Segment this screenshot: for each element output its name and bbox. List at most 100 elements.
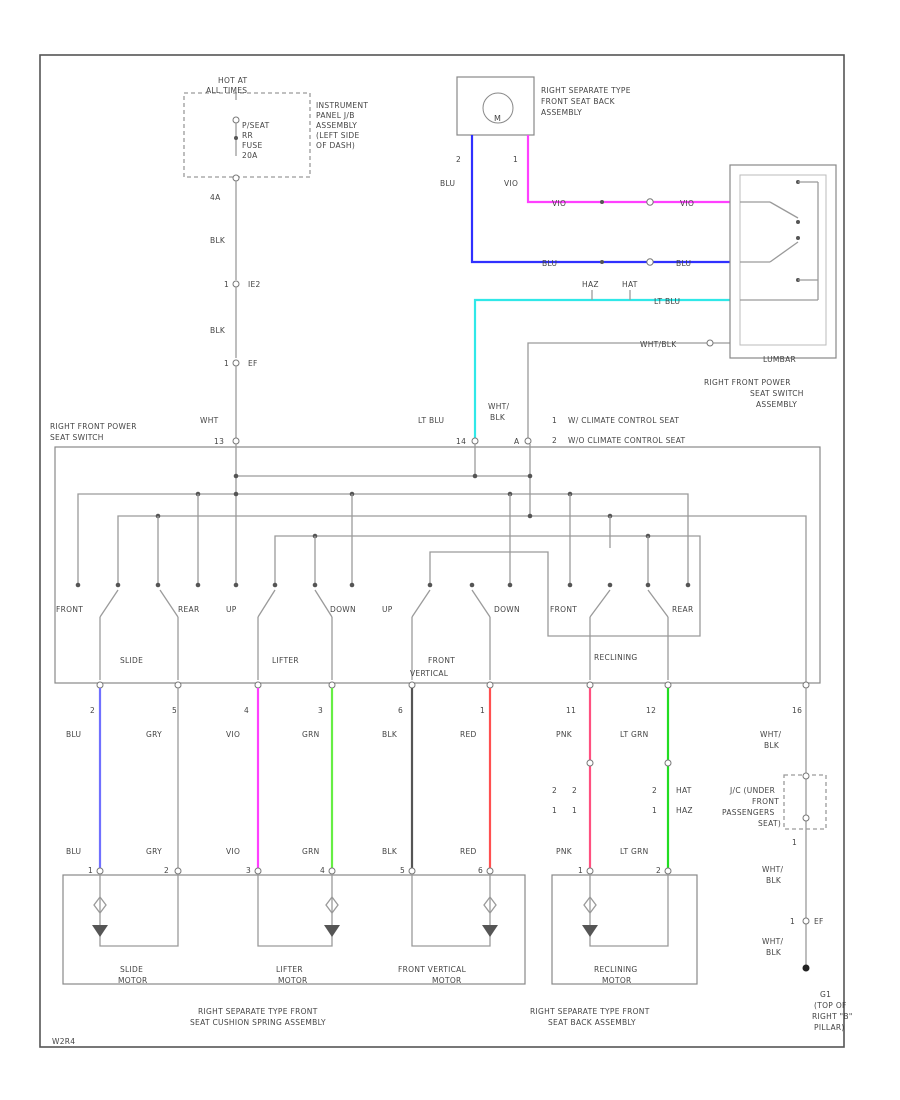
diagram-label: SEAT SWITCH bbox=[50, 433, 104, 442]
diagram-label: BLK bbox=[764, 741, 780, 750]
diagram-label: 2 bbox=[552, 436, 557, 445]
diagram-label: 2 bbox=[164, 866, 169, 875]
diagram-label: 11 bbox=[566, 706, 576, 715]
diagram-label: LIFTER bbox=[276, 965, 303, 974]
diagram-label: INSTRUMENT bbox=[316, 101, 368, 110]
diagram-label: FRONT bbox=[550, 605, 577, 614]
diagram-label: 4 bbox=[244, 706, 249, 715]
diagram-label: RIGHT SEPARATE TYPE FRONT bbox=[530, 1007, 650, 1016]
diagram-label: UP bbox=[226, 605, 237, 614]
motor-connectors: 1 2 3 4 5 6 1 2 bbox=[88, 866, 672, 875]
diagram-label: BLK bbox=[210, 236, 226, 245]
diagram-label: M bbox=[494, 114, 501, 123]
diagram-label: J/C (UNDER bbox=[729, 786, 775, 795]
diagram-label: ASSEMBLY bbox=[316, 121, 357, 130]
power-feed-wire: 4A BLK IE2 1 BLK EF 1 WHT bbox=[200, 174, 260, 438]
diagram-label: 1 bbox=[572, 806, 577, 815]
diagram-label: W/ CLIMATE CONTROL SEAT bbox=[568, 416, 679, 425]
diagram-label: HAZ bbox=[582, 280, 599, 289]
diagram-label: UP bbox=[382, 605, 393, 614]
ground-path: J/C (UNDER FRONT PASSENGERS SEAT) 1 WHT/… bbox=[722, 688, 853, 1032]
diagram-label: BLU bbox=[440, 179, 455, 188]
diagram-label: PNK bbox=[556, 847, 573, 856]
diagram-label: OF DASH) bbox=[316, 141, 355, 150]
diagram-label: 1 bbox=[224, 359, 229, 368]
diagram-label: LUMBAR bbox=[763, 355, 796, 364]
diagram-label: MOTOR bbox=[602, 976, 632, 985]
diagram-label: PNK bbox=[556, 730, 573, 739]
seat-cushion-assembly: SLIDE MOTOR LIFTER MOTOR FRONT VERTICAL … bbox=[62, 874, 526, 1027]
diagram-label: GRY bbox=[146, 847, 162, 856]
diagram-label: RIGHT FRONT POWER bbox=[50, 422, 137, 431]
diagram-label: 5 bbox=[172, 706, 177, 715]
diagram-label: 20A bbox=[242, 151, 258, 160]
diagram-label: LT GRN bbox=[620, 847, 649, 856]
diagram-label: RIGHT "B" bbox=[812, 1012, 853, 1021]
wire-whtblk bbox=[527, 342, 730, 438]
diagram-label: 2 bbox=[90, 706, 95, 715]
diagram-label: VERTICAL bbox=[410, 669, 449, 678]
diagram-label: 1 bbox=[88, 866, 93, 875]
diagram-label: RR bbox=[242, 131, 253, 140]
diagram-label: BLU bbox=[66, 847, 81, 856]
diagram-label: RECLINING bbox=[594, 653, 638, 662]
fuse-block: HOT AT ALL TIMES P/SEAT RR FUSE 20A INST… bbox=[183, 76, 368, 178]
diagram-label: 3 bbox=[246, 866, 251, 875]
diagram-label: P/SEAT bbox=[242, 121, 270, 130]
diagram-label: HAZ bbox=[676, 806, 693, 815]
diagram-label: FRONT bbox=[428, 656, 455, 665]
diagram-label: LT BLU bbox=[654, 297, 680, 306]
diagram-label: 1 bbox=[578, 866, 583, 875]
diagram-label: 2 bbox=[552, 786, 557, 795]
diagram-label: SEAT) bbox=[758, 819, 781, 828]
diagram-label: 16 bbox=[792, 706, 802, 715]
diagram-label: DOWN bbox=[330, 605, 356, 614]
lumbar-switch: LUMBAR RIGHT FRONT POWER SEAT SWITCH ASS… bbox=[704, 164, 837, 409]
diagram-label: BLK bbox=[382, 730, 398, 739]
seat-back-lumbar-motor: M RIGHT SEPARATE TYPE FRONT SEAT BACK AS… bbox=[440, 76, 631, 188]
diagram-frame bbox=[39, 54, 845, 1048]
diagram-label: RECLINING bbox=[594, 965, 638, 974]
diagram-label: 2 bbox=[652, 786, 657, 795]
diagram-label: 5 bbox=[400, 866, 405, 875]
diagram-label: BLK bbox=[766, 876, 782, 885]
diagram-label: 14 bbox=[456, 437, 466, 446]
diagram-label: 1 bbox=[652, 806, 657, 815]
diagram-label: G1 bbox=[820, 990, 831, 999]
diagram-label: SEAT CUSHION SPRING ASSEMBLY bbox=[190, 1018, 326, 1027]
diagram-label: EF bbox=[248, 359, 258, 368]
diagram-label: WHT/ bbox=[762, 865, 784, 874]
diagram-label: RED bbox=[460, 847, 477, 856]
footer-id: W2R4 bbox=[52, 1037, 75, 1046]
diagram-label: GRY bbox=[146, 730, 162, 739]
diagram-label: VIO bbox=[226, 847, 240, 856]
diagram-label: 2 bbox=[656, 866, 661, 875]
diagram-label: GRN bbox=[302, 847, 320, 856]
diagram-label: PANEL J/B bbox=[316, 111, 355, 120]
diagram-label: FRONT SEAT BACK bbox=[541, 97, 616, 106]
diagram-label: 1 bbox=[480, 706, 485, 715]
diagram-label: WHT/ bbox=[488, 402, 510, 411]
diagram-label: 6 bbox=[398, 706, 403, 715]
diagram-label: SLIDE bbox=[120, 965, 143, 974]
diagram-label: RIGHT FRONT POWER bbox=[704, 378, 791, 387]
diagram-label: BLU bbox=[676, 259, 691, 268]
diagram-label: 3 bbox=[318, 706, 323, 715]
diagram-label: BLU bbox=[66, 730, 81, 739]
diagram-label: 6 bbox=[478, 866, 483, 875]
diagram-label: RIGHT SEPARATE TYPE bbox=[541, 86, 631, 95]
diagram-label: FRONT bbox=[752, 797, 779, 806]
diagram-label: REAR bbox=[672, 605, 694, 614]
diagram-label: HAT bbox=[622, 280, 638, 289]
diagram-label: LT BLU bbox=[418, 416, 444, 425]
diagram-label: SLIDE bbox=[120, 656, 143, 665]
diagram-label: VIO bbox=[552, 199, 566, 208]
diagram-label: FRONT VERTICAL bbox=[398, 965, 467, 974]
diagram-label: 1 bbox=[792, 838, 797, 847]
diagram-label: SEAT BACK ASSEMBLY bbox=[548, 1018, 636, 1027]
diagram-label: HAT bbox=[676, 786, 692, 795]
wire-blu-lumbar bbox=[470, 135, 730, 264]
diagram-label: 4A bbox=[210, 193, 221, 202]
diagram-label: VIO bbox=[504, 179, 518, 188]
diagram-label: 1 bbox=[552, 806, 557, 815]
